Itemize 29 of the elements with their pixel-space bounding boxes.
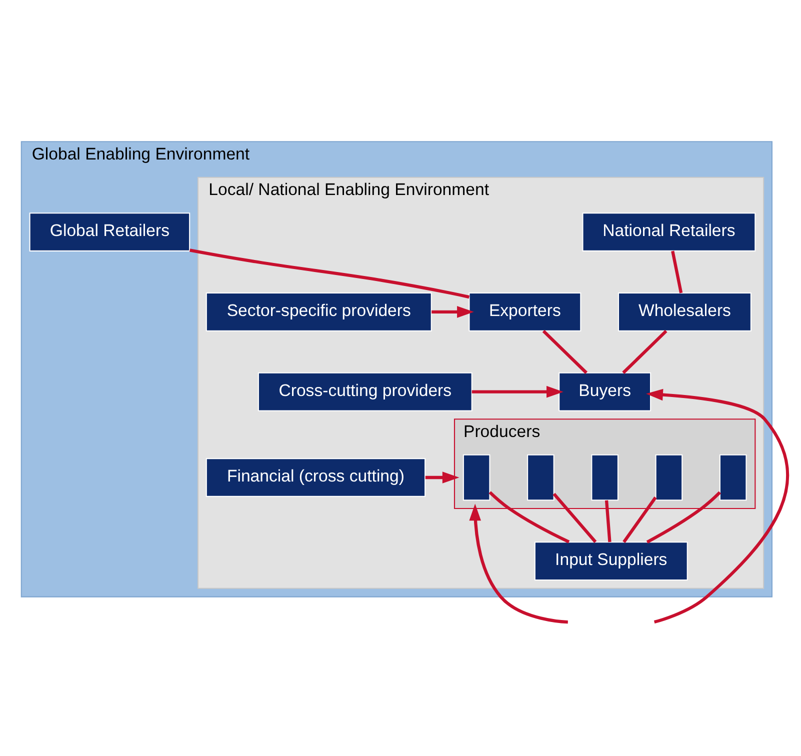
node-box: Input Suppliers [534,542,688,581]
connector [488,491,570,544]
node-box [527,454,554,501]
connector [622,330,668,374]
node-box: Wholesalers [618,292,752,332]
node-box: Financial (cross cutting) [206,458,426,497]
node-box: Cross-cutting providers [258,372,472,412]
cluster: Producers [454,418,756,510]
arrow [646,388,789,624]
arrow [472,386,564,398]
node-box: National Retailers [582,212,756,252]
arrow [469,504,568,624]
node-box: Buyers [558,372,652,412]
node-box: Exporters [468,292,582,332]
arrow [425,472,460,484]
node-box: Sector-specific providers [206,292,432,332]
node-box: Global Retailers [29,212,190,252]
node-box [719,454,747,501]
connector [646,491,721,544]
node-box [462,454,490,501]
node-box [591,454,618,501]
connector [604,500,612,542]
node-box [655,454,683,501]
connector [671,250,683,294]
connector [190,248,470,299]
arrow [432,306,474,318]
connector [552,492,597,543]
connector [542,330,588,374]
connector [622,496,657,543]
